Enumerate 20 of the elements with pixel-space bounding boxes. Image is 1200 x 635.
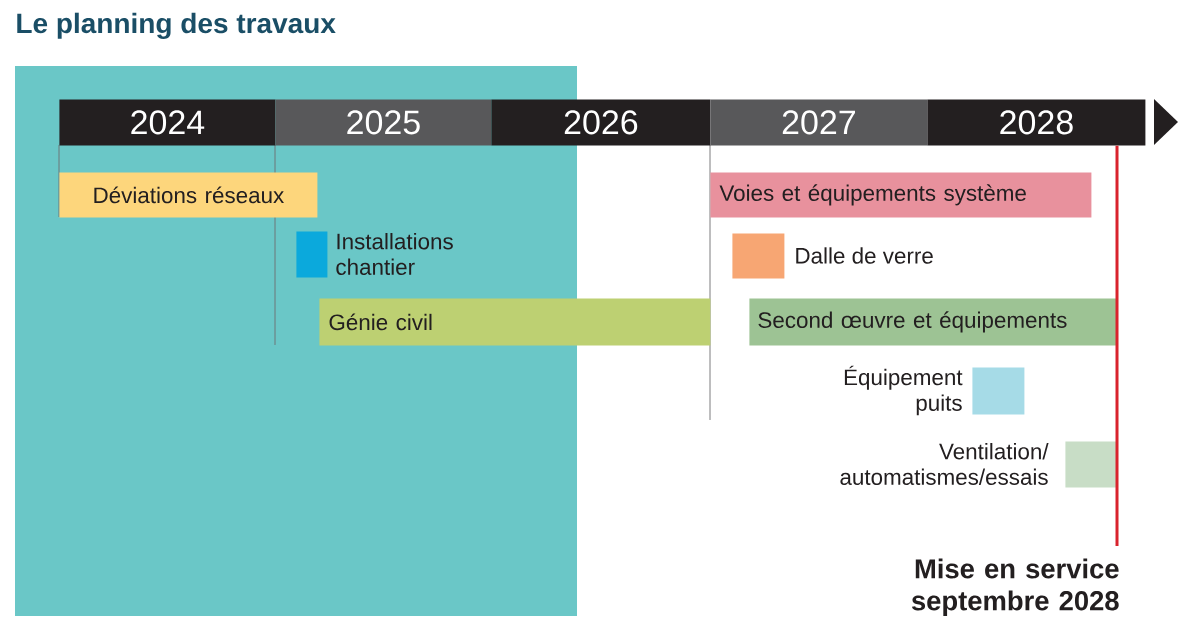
title: Le planning des travaux bbox=[17, 12, 336, 39]
task-bar bbox=[732, 233, 785, 279]
milestone-line bbox=[1115, 145, 1119, 546]
year-segment: 2025 bbox=[275, 99, 492, 146]
task-bar bbox=[1065, 441, 1117, 488]
task-bar bbox=[972, 367, 1025, 415]
task-bar: Voies et équipements système bbox=[710, 172, 1092, 218]
task-bar: Génie civil bbox=[319, 298, 711, 346]
year-segment: 2026 bbox=[491, 99, 711, 146]
task-bar: Déviations réseaux bbox=[59, 172, 318, 218]
task-bar: Second œuvre et équipements bbox=[749, 298, 1118, 346]
year-segment: 2027 bbox=[710, 99, 928, 146]
milestone-label: Mise en service septembre 2028 bbox=[911, 558, 1119, 616]
task-label: Équipement puits bbox=[844, 365, 963, 416]
task-label: Installations chantier bbox=[336, 233, 453, 275]
task-bar bbox=[296, 231, 328, 278]
task-label: Ventilation/ automatismes/essais bbox=[840, 443, 1049, 485]
year-segment: 2028 bbox=[927, 99, 1146, 146]
task-label: Dalle de verre bbox=[796, 247, 933, 264]
year-segment: 2024 bbox=[59, 99, 276, 146]
